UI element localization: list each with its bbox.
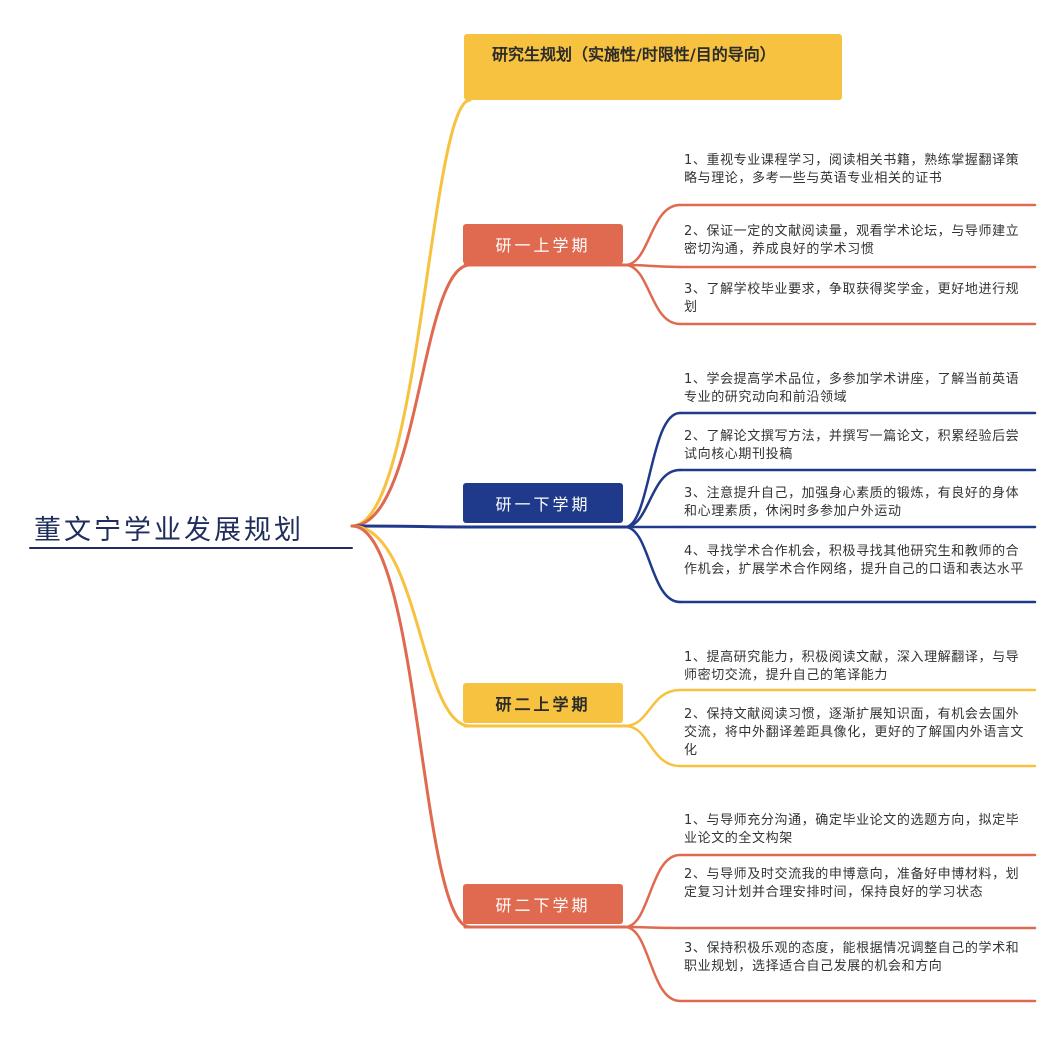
leaf-1-2: 2、保证一定的文献阅读量，观看学术论坛，与导师建立密切沟通，养成良好的学术习惯: [684, 224, 1020, 257]
link-branch-1-leaf-1: [623, 203, 682, 267]
link-branch-3-leaf-1: [623, 688, 682, 728]
leaf-2-4: 4、寻找学术合作机会，积极寻找其他研究生和教师的合作机会，扩展学术合作网络，提升…: [684, 544, 1025, 577]
leaf-3-1: 1、提高研究能力，积极阅读文献，深入理解翻译，与导师密切交流，提升自己的笔译能力: [684, 650, 1020, 683]
banner-box: [464, 34, 842, 100]
link-root-banner: [350, 98, 472, 528]
leaf-1-1: 1、重视专业课程学习，阅读相关书籍，熟练掌握翻译策略与理论，多考一些与英语专业相…: [684, 153, 1020, 186]
leaf-4-3: 3、保持积极乐观的态度，能根据情况调整自己的学术和职业规划，选择适合自己发展的机…: [684, 941, 1020, 974]
branch-node-3[interactable]: 研二上学期: [463, 683, 623, 723]
leaf-3-2: 2、保持文献阅读习惯，逐渐扩展知识面，有机会去国外交流，将中外翻译差距具像化，更…: [684, 707, 1025, 758]
leaf-1-3: 3、了解学校毕业要求，争取获得奖学金，更好地进行规划: [684, 282, 1020, 315]
link-branch-2-leaf-1: [623, 411, 682, 529]
link-branch-1-leaf-3: [623, 263, 682, 326]
link-root-branch-2: [350, 524, 472, 529]
link-branch-4-leaf-1: [623, 853, 682, 929]
branch-node-4[interactable]: 研二下学期: [463, 884, 623, 924]
leaf-2-2: 2、了解论文撰写方法，并撰写一篇论文，积累经验后尝试向核心期刊投稿: [684, 429, 1020, 462]
link-root-branch-1: [350, 263, 472, 528]
leaf-4-1: 1、与导师充分沟通，确定毕业论文的选题方向，拟定毕业论文的全文构架: [684, 813, 1020, 846]
leaf-2-3: 3、注意提升自己，加强身心素质的锻炼，有良好的身体和心理素质，休闲时多参加户外运…: [684, 486, 1020, 519]
link-branch-3-leaf-2: [623, 724, 682, 768]
branch-node-2[interactable]: 研一下学期: [463, 483, 623, 523]
link-branch-2-leaf-4: [623, 525, 682, 604]
link-branch-4-leaf-3: [623, 925, 682, 1003]
root-title: 董文宁学业发展规划: [34, 515, 304, 546]
link-root-branch-4: [350, 524, 472, 929]
leaf-4-2: 2、与导师及时交流我的申博意向，准备好申博材料，划定复习计划并合理安排时间，保持…: [684, 867, 1020, 900]
link-branch-2-leaf-2: [623, 468, 682, 529]
link-root-branch-3: [350, 524, 472, 728]
leaf-2-1: 1、学会提高学术品位，多参加学术讲座，了解当前英语专业的研究动向和前沿领域: [684, 372, 1020, 405]
branch-node-1[interactable]: 研一上学期: [463, 224, 623, 264]
link-branch-4-leaf-2: [623, 925, 682, 930]
banner-title: 研究生规划（实施性/时限性/目的导向）: [492, 45, 776, 64]
